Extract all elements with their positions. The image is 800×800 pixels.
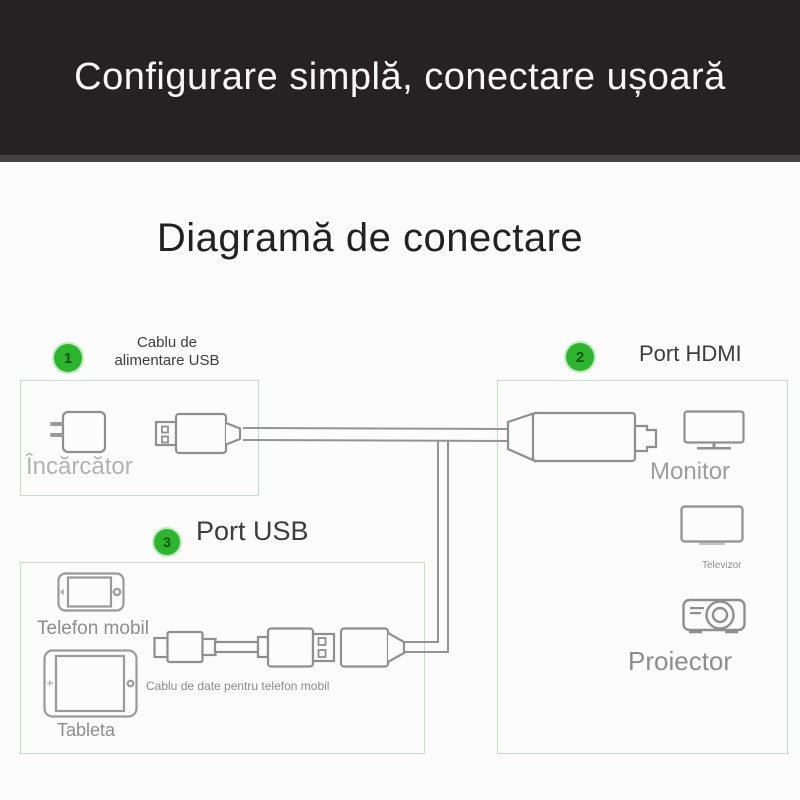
hdmi-connector-icon — [500, 405, 660, 467]
step-1-badge: 1 — [54, 344, 82, 372]
monitor-label: Monitor — [650, 458, 731, 485]
tv-icon — [680, 505, 744, 547]
monitor-icon — [683, 410, 745, 452]
charger-icon — [46, 409, 108, 455]
step-2-number: 2 — [575, 348, 585, 366]
tablet-icon — [43, 649, 138, 718]
step-3-badge: 3 — [154, 529, 180, 555]
tv-label: Televizor — [702, 560, 742, 571]
power-cable-label: Cablu de alimentare USB — [114, 334, 220, 369]
step-2-badge: 2 — [566, 343, 594, 371]
power-section-box — [20, 380, 259, 496]
data-cable-icon — [152, 625, 414, 671]
usb-section-box — [20, 562, 425, 754]
step-1-number: 1 — [63, 349, 73, 367]
phone-label: Telefon mobil — [37, 618, 149, 639]
hdmi-port-label: Port HDMI — [639, 341, 742, 366]
usb-plug-icon — [153, 410, 243, 456]
projector-icon — [682, 595, 746, 639]
tablet-label: Tableta — [57, 720, 116, 740]
banner: Configurare simplă, conectare ușoară — [0, 0, 800, 162]
step-3-number: 3 — [163, 534, 171, 550]
usb-port-label: Port USB — [196, 516, 309, 546]
charger-label: Încărcător — [26, 453, 133, 480]
phone-icon — [57, 572, 125, 612]
projector-label: Proiector — [628, 646, 733, 676]
hdmi-section-box — [497, 380, 788, 754]
banner-title: Configurare simplă, conectare ușoară — [74, 56, 726, 98]
page-title: Diagramă de conectare — [156, 216, 584, 260]
data-cable-label: Cablu de date pentru telefon mobil — [146, 679, 330, 693]
